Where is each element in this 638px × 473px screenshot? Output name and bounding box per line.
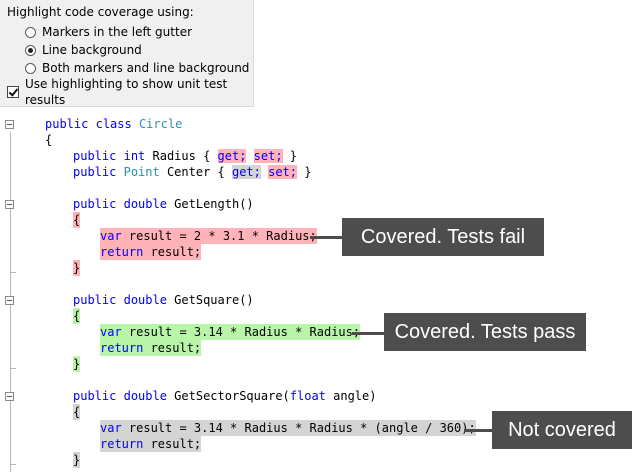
accessor-set-failed: set; [268,165,298,179]
code-line-uncovered: var result = 3.14 * Radius * Radius * (a… [100,420,476,436]
accessor-set-failed: set; [253,149,283,163]
radio-label: Both markers and line background [42,61,250,75]
code-line-method-getlength: public double GetLength() [73,197,254,211]
checkbox-unit-test-highlighting[interactable]: Use highlighting to show unit test resul… [7,77,253,107]
code-line-passed: return result; [100,340,202,356]
fold-end-marker [10,464,16,465]
code-line-passed: var result = 3.14 * Radius * Radius; [100,324,361,340]
code-line-failed: return result; [100,244,202,260]
collapse-minus-icon[interactable] [5,392,14,401]
code-line-radius-property: public int Radius { get; set; } [73,149,298,163]
callout-connector [352,332,384,335]
code-line-uncovered: return result; [100,436,202,452]
radio-both-markers-and-background[interactable]: Both markers and line background [25,60,249,76]
code-line-class-declaration: public class Circle [45,117,183,131]
collapse-minus-icon[interactable] [5,120,14,129]
callout-connector [310,236,342,239]
callout-tests-pass: Covered. Tests pass [384,313,586,351]
coverage-options-panel: Highlight code coverage using: Markers i… [0,0,254,107]
code-line-brace-uncovered: } [73,452,81,468]
radio-button-icon[interactable] [25,62,36,74]
callout-tests-fail: Covered. Tests fail [342,218,544,256]
radio-line-background[interactable]: Line background [25,42,142,58]
code-line-method-getsquare: public double GetSquare() [73,293,254,307]
code-line-brace-passed: } [73,356,81,372]
code-line-failed: var result = 2 * 3.1 * Radius; [100,228,317,244]
radio-label: Line background [42,43,142,57]
code-line-method-getsectorsquare: public double GetSectorSquare(float angl… [73,389,377,403]
accessor-get-uncovered: get; [231,165,261,179]
options-title: Highlight code coverage using: [7,5,194,19]
callout-not-covered: Not covered [492,411,632,449]
code-line-brace-failed: { [73,212,81,228]
radio-button-selected-icon[interactable] [25,44,36,56]
collapse-minus-icon[interactable] [5,200,14,209]
radio-label: Markers in the left gutter [42,25,193,39]
checkbox-label: Use highlighting to show unit test resul… [25,77,228,107]
callout-connector [464,429,492,432]
code-line-center-property: public Point Center { get; set; } [73,165,312,179]
radio-button-icon[interactable] [25,26,36,38]
code-line-brace-uncovered: { [73,404,81,420]
fold-end-marker [10,272,16,273]
accessor-get-failed: get; [217,149,247,163]
code-line-brace-failed: } [73,260,81,276]
collapse-minus-icon[interactable] [5,296,14,305]
code-line-brace: { [45,133,53,147]
checkbox-checked-icon[interactable] [7,86,19,98]
code-line-brace-passed: { [73,308,81,324]
radio-markers-left-gutter[interactable]: Markers in the left gutter [25,24,192,40]
fold-end-marker [10,368,16,369]
